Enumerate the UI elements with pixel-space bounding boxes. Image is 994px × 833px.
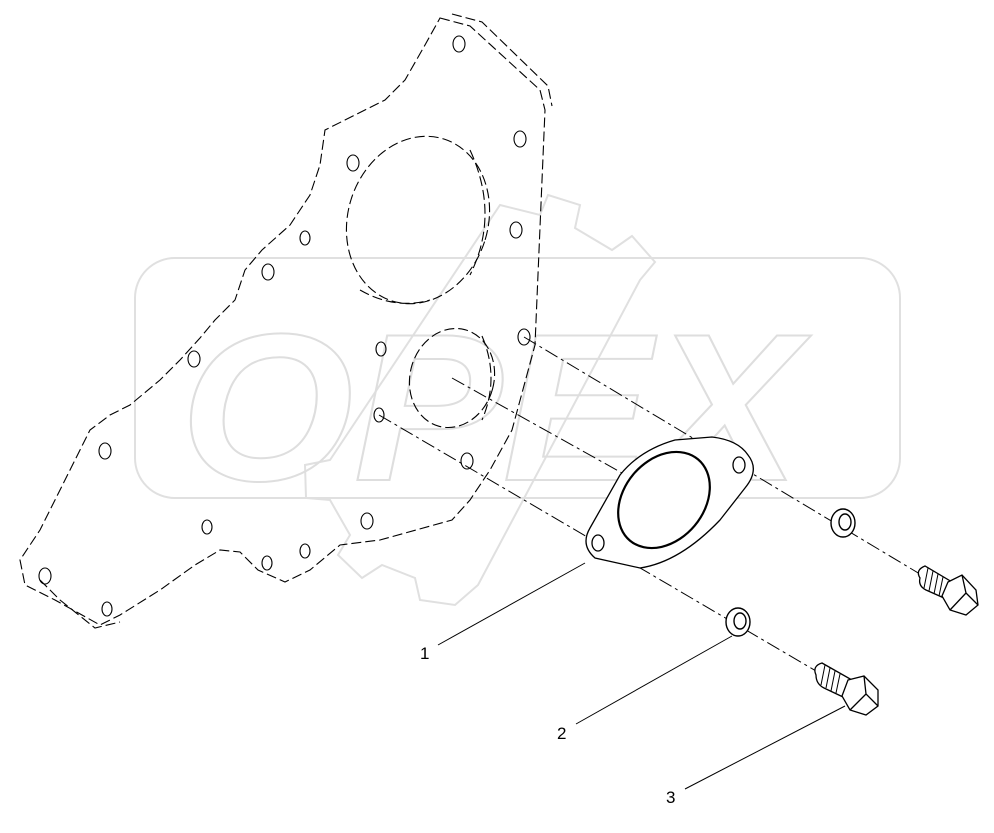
callout-3: 3	[666, 788, 676, 807]
cover-plate-edge	[451, 13, 553, 107]
cover-large-bore-depth	[359, 149, 486, 304]
bolt-lower-head	[841, 675, 879, 716]
cover-hole	[513, 130, 527, 148]
cover-hole	[261, 555, 273, 571]
bolt-upper-thread	[923, 567, 944, 597]
watermark: OPEX	[134, 193, 901, 607]
gasket-bolt-hole	[591, 534, 605, 552]
gasket-center-bore	[617, 450, 711, 550]
cover-hole	[509, 221, 523, 239]
cover-hole	[460, 452, 474, 470]
cover-small-bore	[408, 327, 496, 429]
gasket-bolt-hole	[732, 456, 746, 474]
bolt-lower-thread	[820, 664, 841, 694]
cover-hole	[101, 601, 113, 617]
callout-2: 2	[557, 724, 567, 743]
cover-hole	[373, 407, 385, 423]
leader-lines	[437, 562, 846, 790]
washers	[725, 508, 856, 637]
cover-hole	[375, 341, 387, 357]
cover-hole	[517, 328, 531, 346]
cover-hole	[299, 230, 311, 246]
cover-hole	[201, 519, 213, 535]
cover-plate-bottom-edge	[39, 579, 121, 629]
bolt-upper-head-face	[949, 574, 979, 611]
gasket-outline	[585, 436, 754, 569]
bolt-upper	[917, 565, 979, 616]
cover-plate	[19, 13, 553, 629]
leader-line-3	[684, 705, 846, 790]
bolt-lower-head-face	[849, 675, 879, 711]
cover-hole	[38, 567, 52, 585]
cover-hole	[346, 154, 360, 172]
cover-hole	[360, 512, 374, 530]
axis-line-upper	[523, 336, 951, 593]
washer-upper-hole	[838, 513, 852, 531]
watermark-badge	[134, 257, 901, 499]
bolt-lower	[814, 662, 879, 716]
leader-line-2	[575, 635, 733, 725]
cover-hole	[299, 543, 311, 559]
cover-hole	[452, 35, 466, 53]
callout-1: 1	[420, 644, 430, 663]
cover-large-bore	[345, 135, 491, 305]
leader-line-1	[437, 562, 586, 646]
cover-bolt-holes	[38, 35, 531, 617]
cover-small-bore-depth	[481, 335, 492, 421]
cover-hole	[98, 442, 112, 460]
cover-hole	[187, 350, 201, 368]
cover-plate-outline	[19, 17, 546, 626]
bolt-upper-head	[941, 574, 979, 616]
cover-hole	[261, 263, 275, 281]
gasket	[585, 436, 754, 569]
washer-lower-hole	[733, 612, 747, 630]
